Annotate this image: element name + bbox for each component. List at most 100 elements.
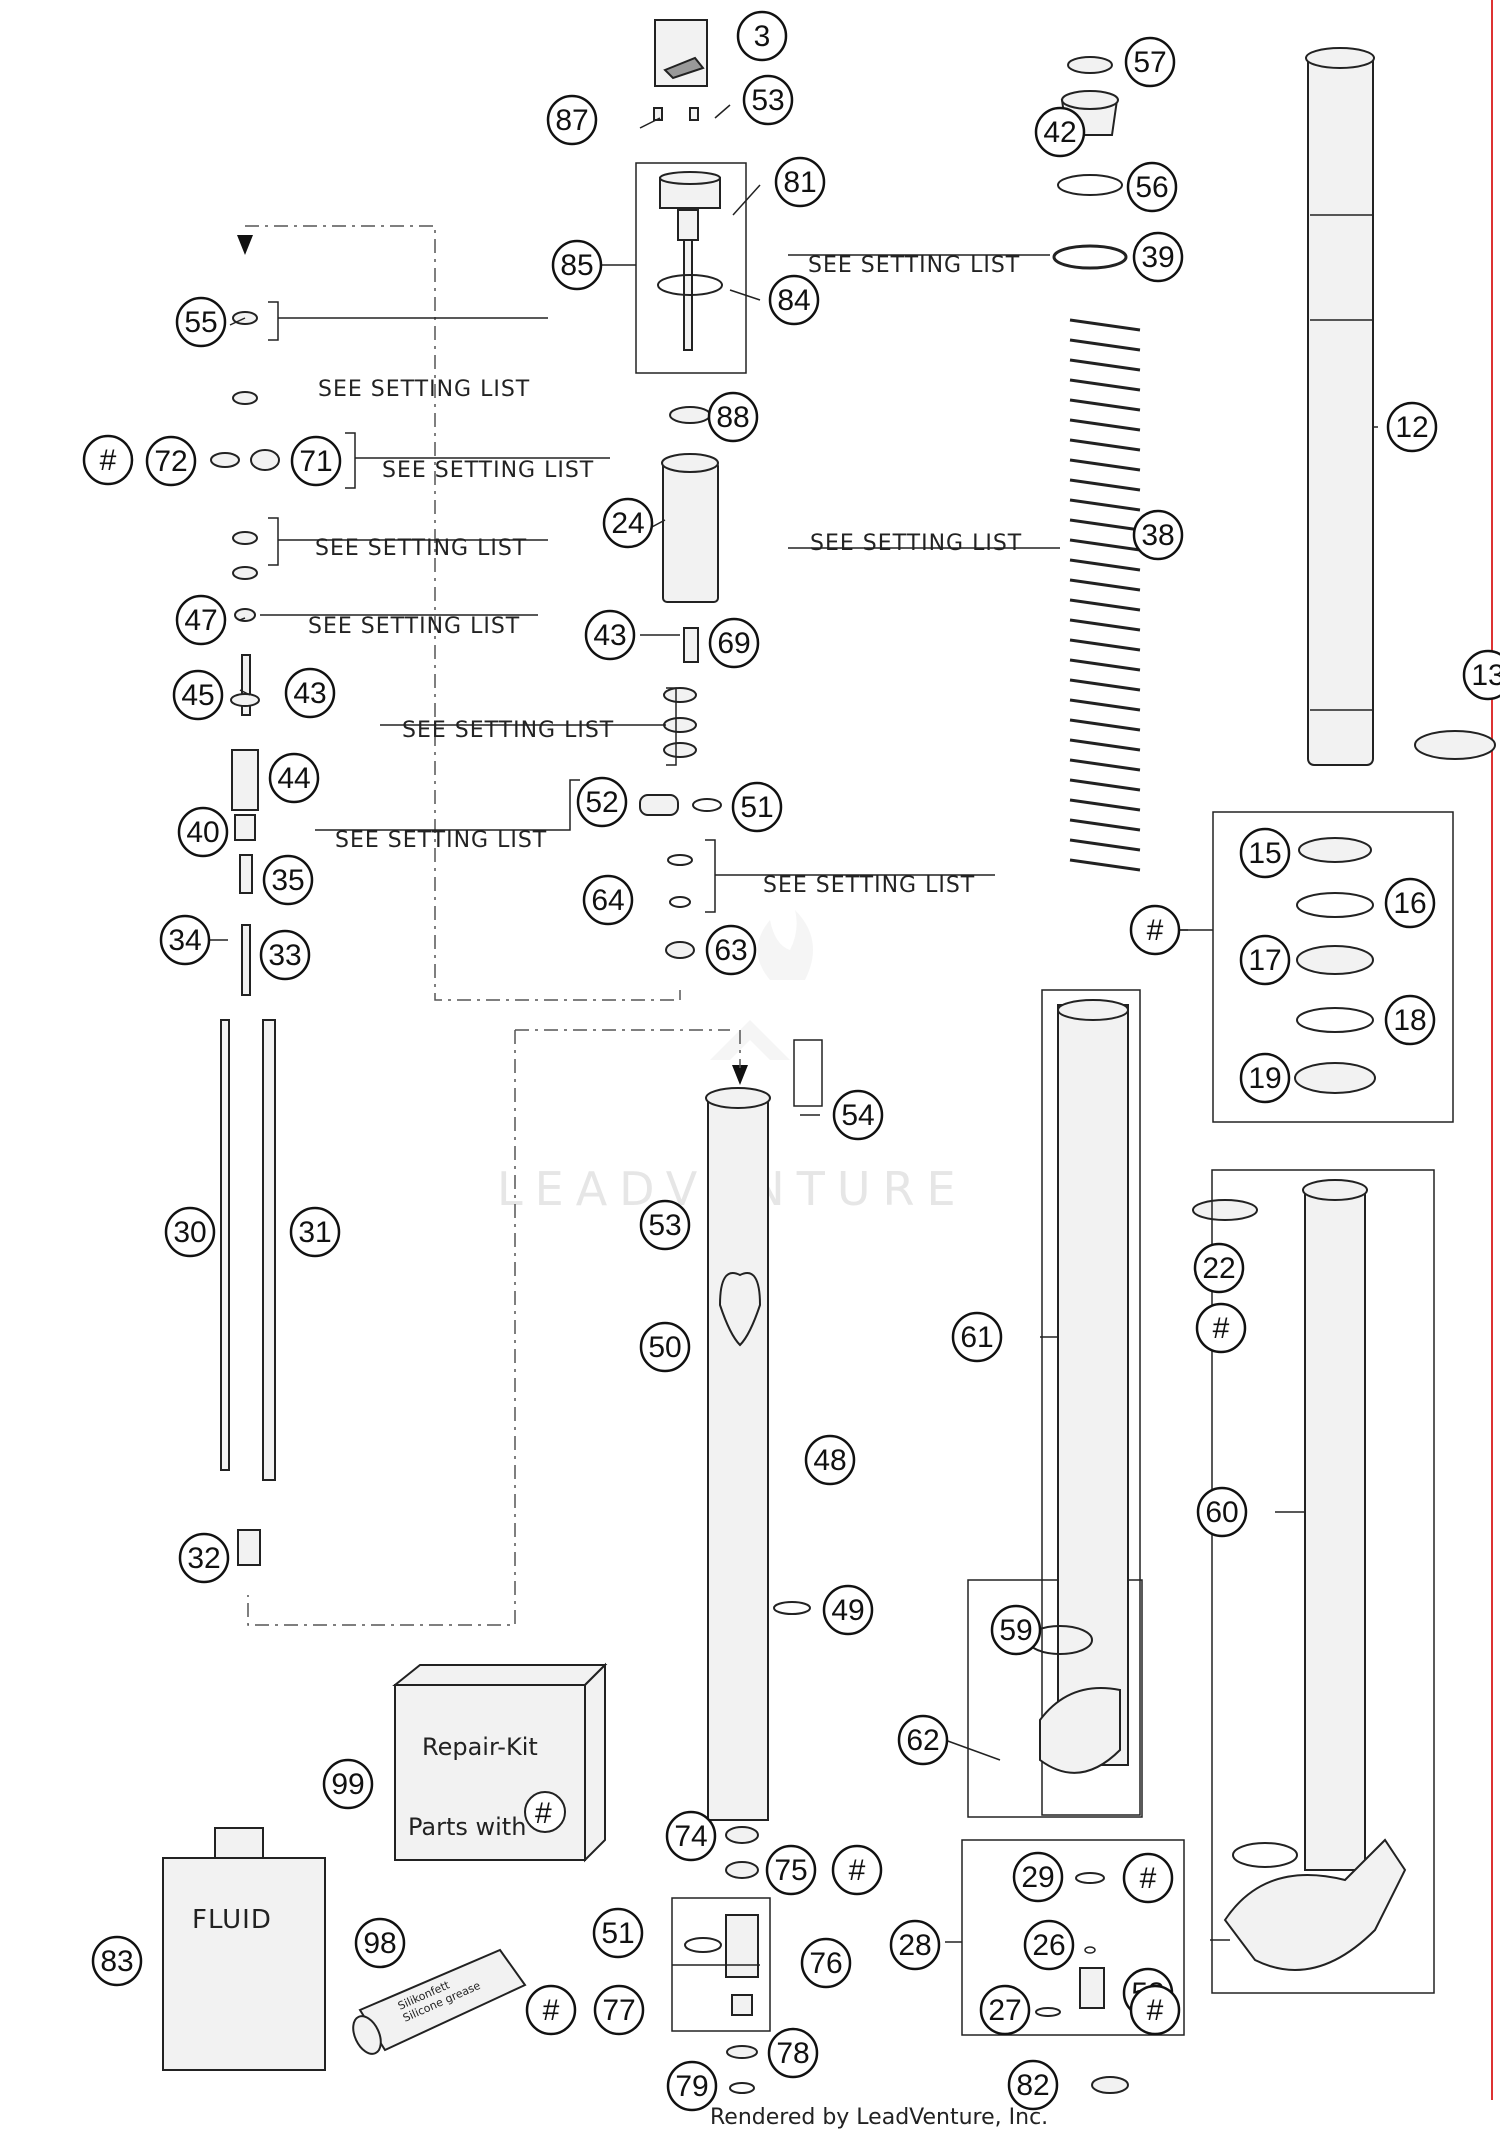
setting-list-label: SEE SETTING LIST	[382, 458, 594, 483]
part-callout-circle	[889, 1919, 941, 1971]
part-callout-circle	[1239, 827, 1291, 879]
part-callout: 47	[184, 604, 217, 637]
hash-callout-circle	[1129, 1984, 1181, 2036]
part-callout: 26	[1032, 1929, 1065, 1962]
part-callout-circle	[91, 1935, 143, 1987]
hash-callout-circle	[1122, 1852, 1174, 1904]
part-callout: 53	[648, 1209, 681, 1242]
part-callout-circle	[1384, 994, 1436, 1046]
part-callout: 60	[1205, 1496, 1238, 1529]
part-callout-circle	[1034, 106, 1086, 158]
part-callout: 19	[1248, 1062, 1281, 1095]
part-callout-circle	[1239, 934, 1291, 986]
part-callout: 32	[187, 1542, 220, 1575]
part-callout-circle	[175, 296, 227, 348]
part-callout-circle	[767, 2027, 819, 2079]
part-callout-circle	[290, 435, 342, 487]
part-callout-circle	[708, 617, 760, 669]
setting-list-label: SEE SETTING LIST	[318, 377, 530, 402]
part-callout: 34	[168, 924, 201, 957]
part-callout: 82	[1016, 2069, 1049, 2102]
part-callout: 50	[648, 1331, 681, 1364]
part-callout-circle	[259, 929, 311, 981]
part-callout: 28	[898, 1929, 931, 1962]
hash-callout: #	[1213, 1312, 1230, 1345]
part-callout-circle	[707, 391, 759, 443]
part-callout-circle	[164, 1206, 216, 1258]
parts-with-hash: #	[535, 1797, 552, 1830]
part-callout-circle	[1239, 1052, 1291, 1104]
silicone-grease-tube: Silikonfett Silicone grease	[352, 1948, 527, 2055]
part-callout-circle	[178, 1532, 230, 1584]
part-callout-circle	[1023, 1919, 1075, 1971]
hash-callout-circle	[525, 1984, 577, 2036]
part-callout: 18	[1393, 1004, 1426, 1037]
setting-list-label: SEE SETTING LIST	[308, 614, 520, 639]
part-callout-circle	[593, 1984, 645, 2036]
part-callout-circle	[551, 239, 603, 291]
part-callout-circle	[592, 1907, 644, 1959]
setting-list-label: SEE SETTING LIST	[335, 828, 547, 853]
part-callout: 88	[716, 401, 749, 434]
part-callout: 35	[271, 864, 304, 897]
fluid-bottle: FLUID	[162, 1827, 326, 2071]
part-callout: 69	[717, 627, 750, 660]
part-callout-circle	[705, 924, 757, 976]
part-callout: 59	[999, 1614, 1032, 1647]
part-callout: 72	[154, 445, 187, 478]
part-callout: 27	[988, 1994, 1021, 2027]
part-callout: 13	[1471, 659, 1500, 692]
part-callout: 74	[674, 1820, 707, 1853]
hash-callout-circle	[1129, 904, 1181, 956]
part-callout-circle	[768, 274, 820, 326]
part-callout: 85	[560, 249, 593, 282]
part-callout: 78	[776, 2037, 809, 2070]
part-callout-circle	[268, 752, 320, 804]
part-callout: 99	[331, 1768, 364, 1801]
setting-list-label: SEE SETTING LIST	[808, 253, 1020, 278]
part-callout-circle	[639, 1199, 691, 1251]
fluid-label: FLUID	[192, 1905, 272, 1935]
hash-callout-circle	[1195, 1302, 1247, 1354]
part-callout: 81	[783, 166, 816, 199]
part-callout-circle	[1012, 1851, 1064, 1903]
part-callout: 55	[184, 306, 217, 339]
part-callout: 43	[293, 677, 326, 710]
part-callout-circle	[774, 156, 826, 208]
part-callout: 29	[1021, 1861, 1054, 1894]
part-callout: 79	[675, 2070, 708, 2103]
hash-callout: #	[1147, 914, 1164, 947]
part-callout-circle	[354, 1917, 406, 1969]
part-callout: 51	[601, 1917, 634, 1950]
part-callout: 53	[751, 84, 784, 117]
part-callout: 15	[1248, 837, 1281, 870]
part-callout-circle	[145, 435, 197, 487]
part-callout: 43	[593, 619, 626, 652]
part-callout: 42	[1043, 116, 1076, 149]
part-callout-circle	[322, 1758, 374, 1810]
part-callout-circle	[736, 10, 788, 62]
part-callout-circle	[639, 1321, 691, 1373]
part-callout-circle	[1126, 161, 1178, 213]
part-callout: 22	[1202, 1252, 1235, 1285]
part-callout: 98	[363, 1927, 396, 1960]
part-callout: 71	[299, 445, 332, 478]
part-callout: 49	[831, 1594, 864, 1627]
parts-with-label: Parts with	[408, 1813, 526, 1841]
part-callout-circle	[1132, 231, 1184, 283]
part-callout: 61	[960, 1321, 993, 1354]
part-callout-circle	[951, 1311, 1003, 1363]
part-callout: 3	[754, 20, 771, 53]
part-callout: 64	[591, 884, 624, 917]
part-callout: 54	[841, 1099, 874, 1132]
part-callout: 62	[906, 1724, 939, 1757]
part-callout-circle	[576, 776, 628, 828]
part-callout-circle	[1007, 2059, 1059, 2111]
part-callout-circle	[1132, 509, 1184, 561]
hash-callout: #	[100, 444, 117, 477]
part-callout: 17	[1248, 944, 1281, 977]
part-callout: 39	[1141, 241, 1174, 274]
part-callout-circle	[804, 1434, 856, 1486]
part-callout-circle	[602, 497, 654, 549]
